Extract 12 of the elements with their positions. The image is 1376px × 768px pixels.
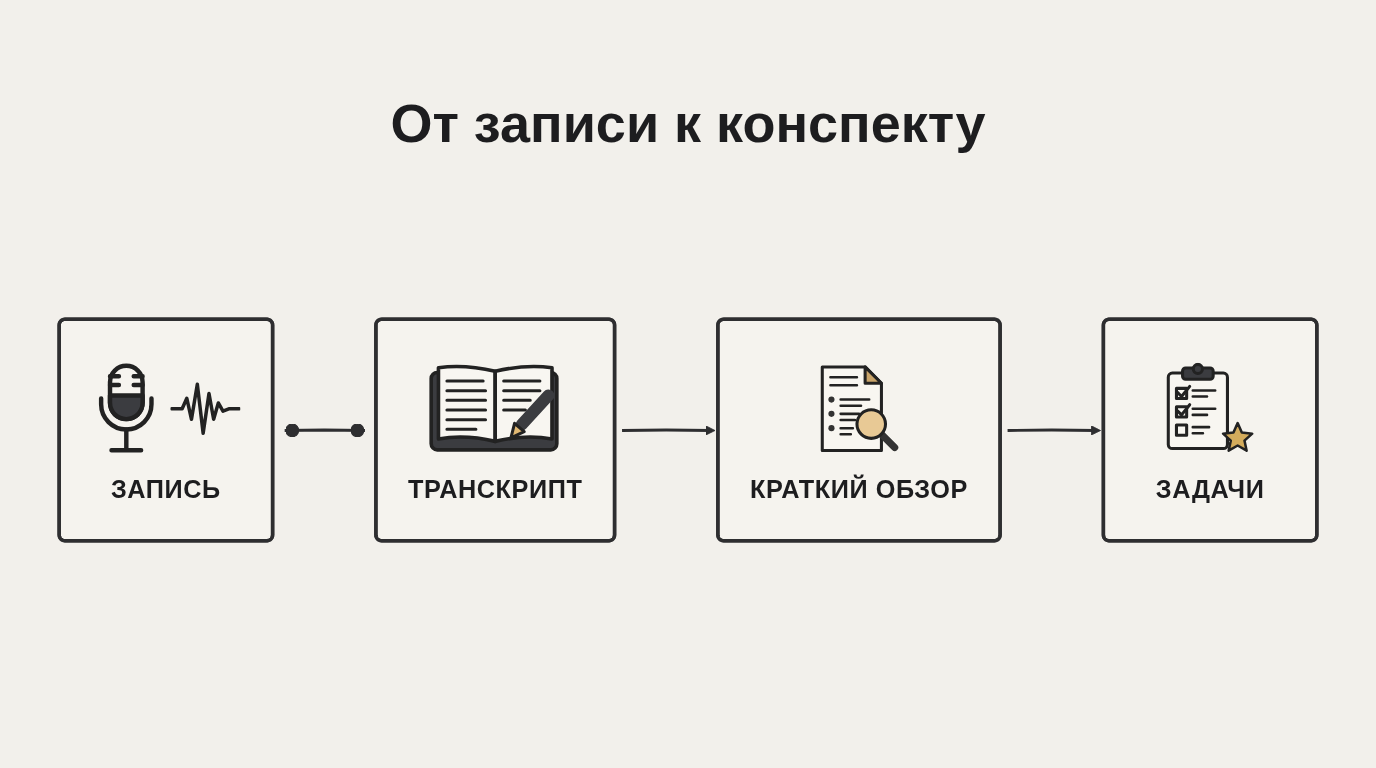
diagram-title: От записи к конспекту [390,92,986,154]
step-label: ЗАПИСЬ [111,474,221,506]
step-box [1101,317,1319,543]
connector-line [284,423,365,438]
connector-arrow [1007,425,1101,436]
step-box [57,317,275,543]
step-box [716,317,1002,543]
connector-arrow [622,425,716,436]
step-label: ТРАНСКРИПТ [408,474,583,506]
step-label: КРАТКИЙ ОБЗОР [750,473,968,506]
step-box [374,317,617,543]
step-label: ЗАДАЧИ [1155,474,1265,506]
